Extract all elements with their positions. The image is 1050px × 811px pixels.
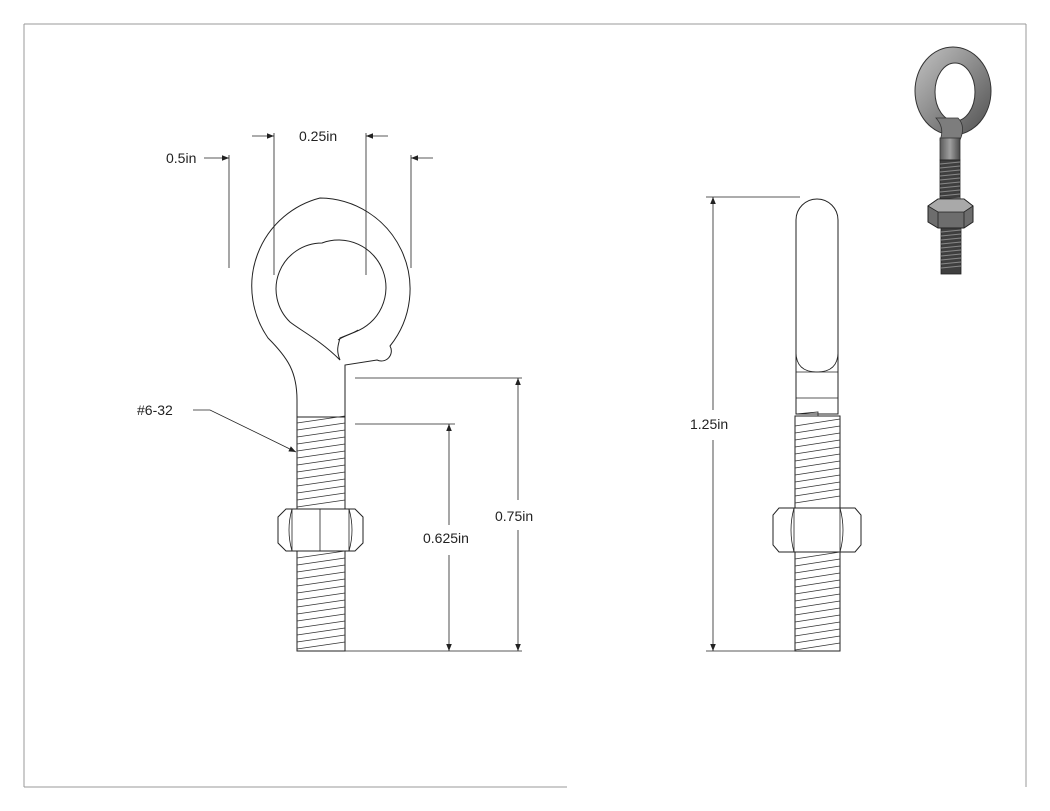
outer-diameter-label: 0.5in	[166, 150, 196, 166]
side-view	[772, 198, 862, 652]
eye-ring-hole	[275, 239, 387, 361]
thread-length-label: 0.625in	[423, 530, 469, 546]
front-hex-nut	[277, 508, 364, 552]
isometric-preview	[914, 46, 992, 275]
overall-length-label: 1.25in	[690, 416, 728, 432]
side-dimensions	[706, 196, 800, 652]
inner-diameter-label: 0.25in	[299, 128, 337, 144]
sheet-border	[23, 23, 1027, 788]
front-threads-upper	[296, 415, 346, 510]
front-view	[251, 197, 411, 652]
front-threads-lower	[296, 550, 346, 652]
front-dimensions	[193, 133, 522, 652]
shank-length-label: 0.75in	[495, 508, 533, 524]
thread-spec-label: #6-32	[137, 402, 173, 418]
